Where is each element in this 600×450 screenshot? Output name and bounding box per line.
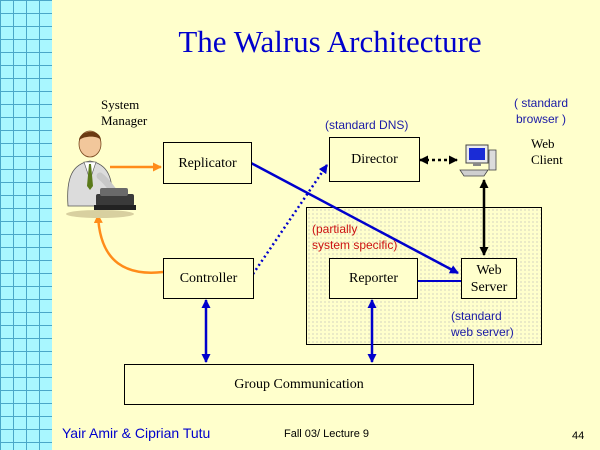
decorative-grid bbox=[0, 0, 52, 450]
group-communication-label: Group Communication bbox=[234, 377, 364, 392]
reporter-box: Reporter bbox=[329, 258, 418, 299]
standard-dns-label: (standard DNS) bbox=[325, 118, 409, 132]
reporter-label: Reporter bbox=[349, 271, 398, 286]
group-communication-box: Group Communication bbox=[124, 364, 474, 405]
replicator-box: Replicator bbox=[163, 142, 252, 184]
web-server-label: Web Server bbox=[470, 262, 508, 295]
system-manager-label: System Manager bbox=[101, 97, 148, 128]
controller-to-director-arrow bbox=[251, 164, 329, 275]
standard-web-server-label: (standard web server) bbox=[451, 309, 514, 339]
footer-lecture: Fall 03/ Lecture 9 bbox=[284, 428, 369, 440]
controller-box: Controller bbox=[163, 258, 254, 299]
slide-title: The Walrus Architecture bbox=[178, 24, 482, 59]
computer-icon bbox=[459, 144, 497, 177]
standard-browser-label: ( standard browser ) bbox=[514, 96, 569, 126]
controller-label: Controller bbox=[179, 271, 238, 286]
director-label: Director bbox=[351, 152, 398, 167]
controller-to-manager-arrow bbox=[93, 214, 164, 274]
web-server-box: Web Server bbox=[461, 258, 517, 299]
web-client-label: Web Client bbox=[531, 136, 563, 167]
partially-system-specific-label: (partially system specific) bbox=[312, 222, 398, 252]
person-at-computer-icon bbox=[66, 130, 136, 218]
replicator-to-webserver-arrow bbox=[250, 161, 459, 275]
page-number: 44 bbox=[572, 430, 585, 442]
replicator-label: Replicator bbox=[178, 155, 237, 171]
director-box: Director bbox=[329, 137, 420, 182]
footer-authors: Yair Amir & Ciprian Tutu bbox=[62, 425, 211, 441]
